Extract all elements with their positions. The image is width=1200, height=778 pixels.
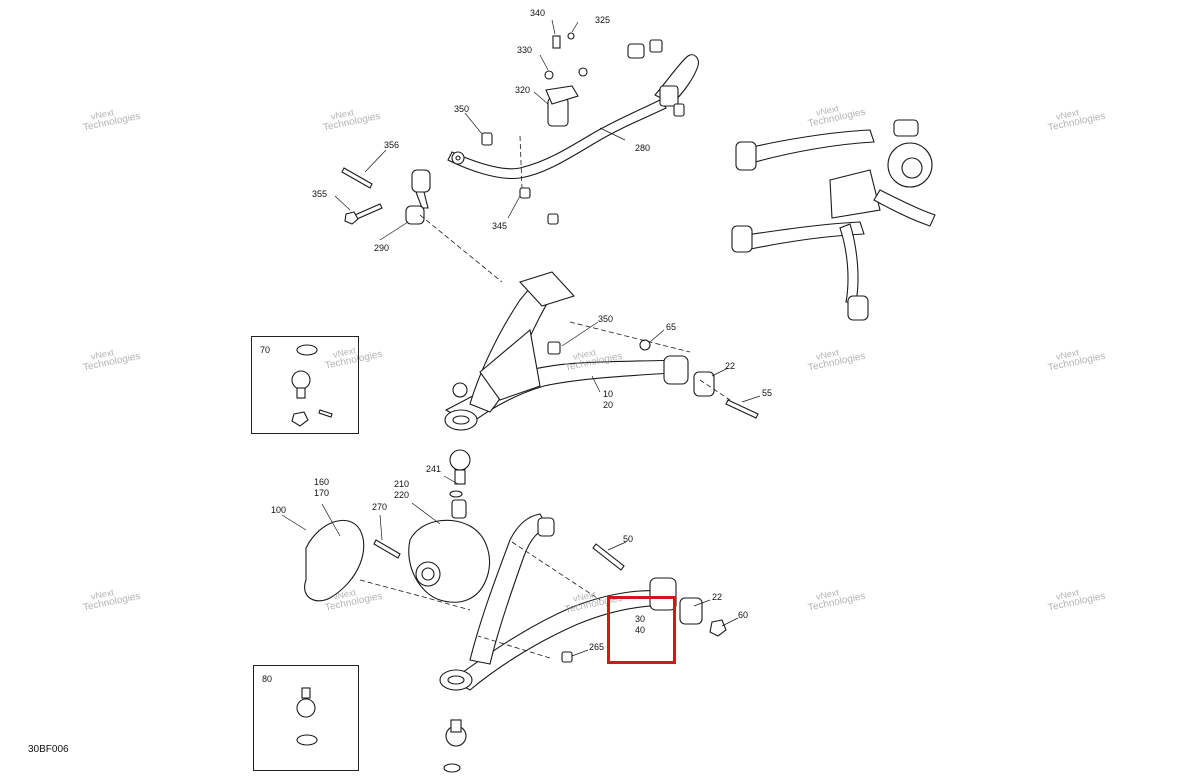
callout-65: 65 <box>666 322 677 332</box>
callout-340: 340 <box>530 8 546 18</box>
callout-20: 20 <box>603 400 614 410</box>
callout-100: 100 <box>271 505 287 515</box>
inset-box-bottom: 80 <box>253 665 359 771</box>
callout-22: 22 <box>725 361 736 371</box>
callout-290: 290 <box>374 243 390 253</box>
callout-350: 350 <box>598 314 614 324</box>
callout-10: 10 <box>603 389 614 399</box>
callout-22: 22 <box>712 592 723 602</box>
callout-270: 270 <box>372 502 388 512</box>
callout-60: 60 <box>738 610 749 620</box>
inset-box-top: 70 <box>251 336 359 434</box>
callout-160: 160 <box>314 477 330 487</box>
callout-265: 265 <box>589 642 605 652</box>
callout-170: 170 <box>314 488 330 498</box>
callout-350: 350 <box>454 104 470 114</box>
inset-label: 70 <box>260 345 271 355</box>
callout-40: 40 <box>635 625 646 635</box>
callout-280: 280 <box>635 143 651 153</box>
assembled-view <box>731 119 936 321</box>
upper-a-arm <box>444 271 759 431</box>
callout-210: 210 <box>394 479 410 489</box>
callout-220: 220 <box>394 490 410 500</box>
document-code: 30BF006 <box>28 744 69 755</box>
callout-241: 241 <box>426 464 442 474</box>
highlight-box <box>607 596 676 664</box>
callout-50: 50 <box>623 534 634 544</box>
callout-30: 30 <box>635 614 646 624</box>
lower-a-arm <box>304 449 727 773</box>
inset-label: 80 <box>262 674 273 684</box>
callout-356: 356 <box>384 140 400 150</box>
callout-355: 355 <box>312 189 328 199</box>
callout-325: 325 <box>595 15 611 25</box>
leader-lines <box>281 19 761 657</box>
inset-80-parts <box>296 687 318 746</box>
callout-55: 55 <box>762 388 773 398</box>
sway-bar <box>341 32 699 225</box>
inset-70-parts <box>291 344 333 427</box>
callout-320: 320 <box>515 85 531 95</box>
callout-330: 330 <box>517 45 533 55</box>
callout-345: 345 <box>492 221 508 231</box>
